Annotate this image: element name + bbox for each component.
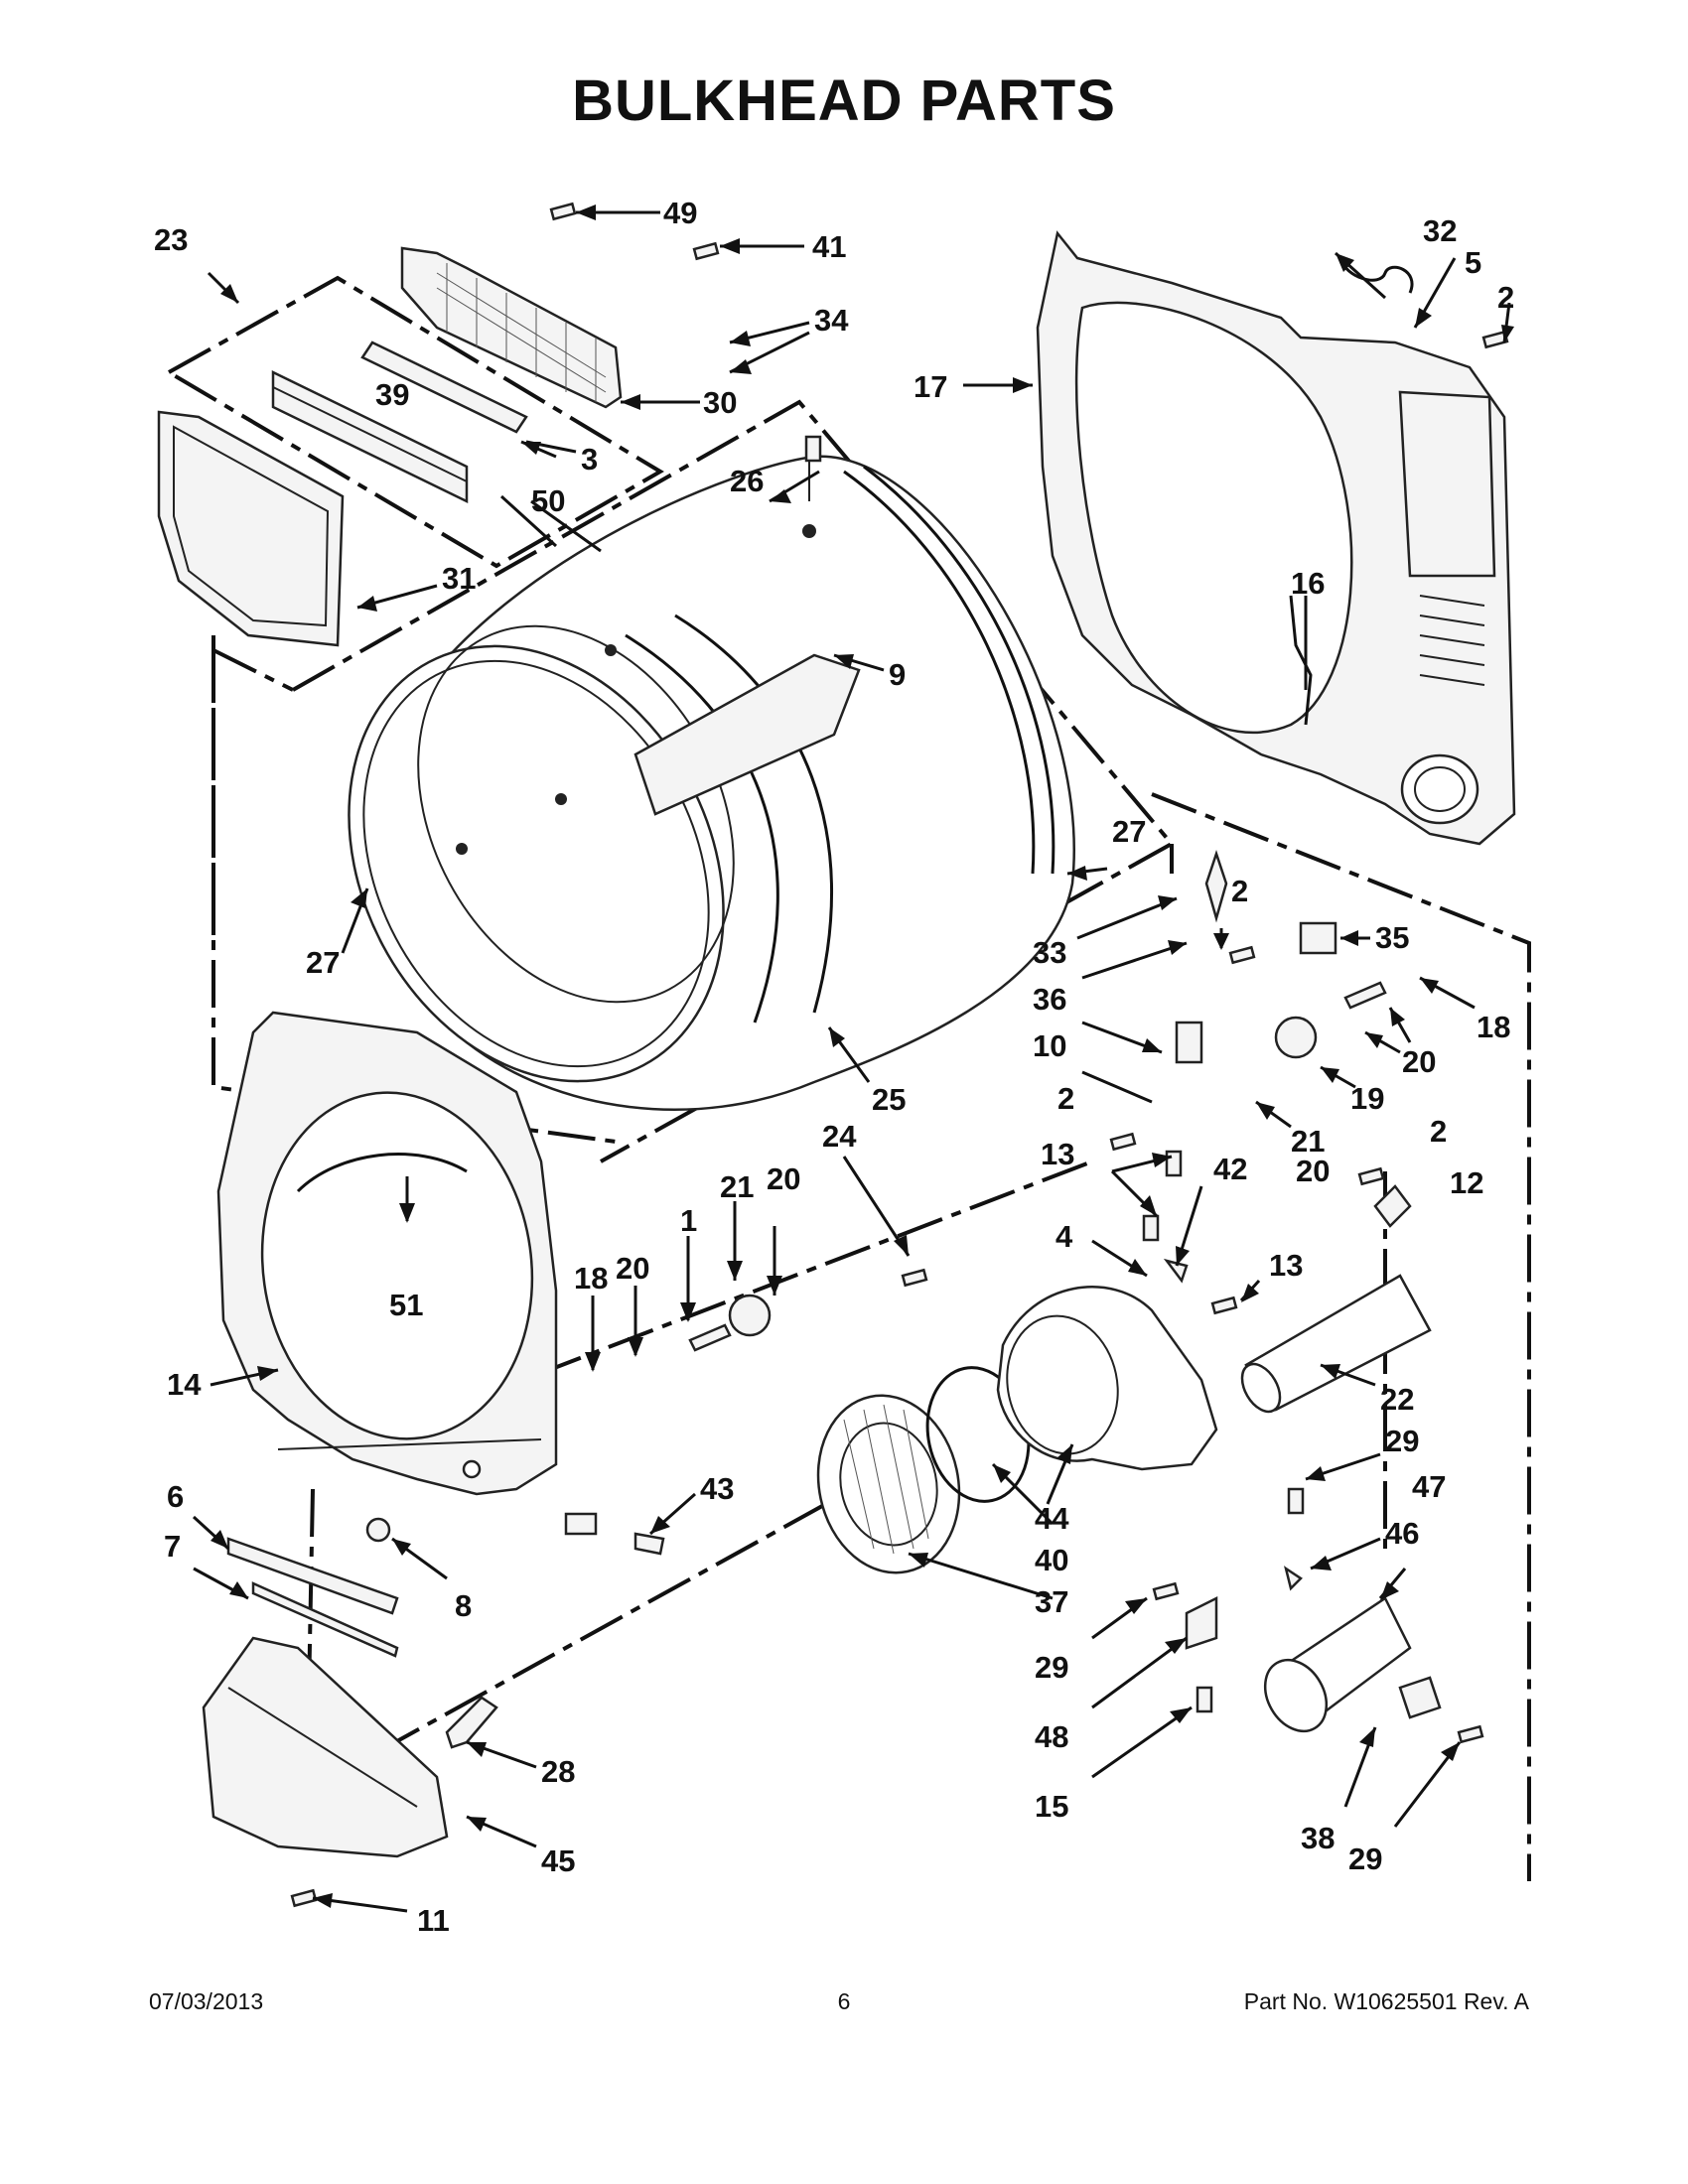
drum-hole	[456, 843, 468, 855]
callout-label: 2	[1057, 1081, 1074, 1116]
callout-label: 38	[1301, 1821, 1335, 1855]
callout-label: 45	[541, 1843, 575, 1878]
footer-part-number: Part No. W10625501 Rev. A	[1243, 1988, 1529, 2014]
callout-label: 29	[1385, 1424, 1419, 1458]
callout-label: 19	[1350, 1081, 1384, 1116]
callout-label: 4	[1055, 1219, 1073, 1254]
callout-label: 50	[531, 483, 565, 518]
callout-labels: 49 41 34 30 23 39 3 50 31 26 9 27 27 25 …	[154, 196, 1514, 1938]
callout-label: 21	[1291, 1124, 1325, 1159]
callout-label: 14	[167, 1367, 202, 1402]
lint-filter	[157, 410, 345, 647]
front-bulkhead	[216, 1011, 558, 1496]
drum-hole	[555, 793, 567, 805]
bulkhead-vents	[1419, 595, 1485, 686]
drum-hole	[605, 644, 617, 656]
callout-label: 39	[375, 377, 409, 412]
footer-page-number: 6	[837, 1988, 851, 2014]
callout-label: 27	[306, 945, 340, 980]
callout-label: 6	[167, 1479, 184, 1514]
callout-label: 13	[1269, 1248, 1303, 1283]
lint-duct-rail	[271, 341, 528, 503]
callout-label: 17	[914, 369, 947, 404]
callout-label: 8	[455, 1588, 472, 1623]
callout-label: 12	[1450, 1165, 1483, 1200]
callout-label: 25	[872, 1082, 906, 1117]
callout-label: 30	[703, 385, 737, 420]
callout-label: 47	[1412, 1469, 1446, 1504]
clip	[445, 1696, 498, 1749]
callout-label: 11	[417, 1903, 450, 1938]
callout-label: 32	[1423, 213, 1457, 248]
page-title: BULKHEAD PARTS	[572, 68, 1116, 133]
callout-label: 36	[1033, 982, 1066, 1017]
callout-label: 2	[1430, 1114, 1447, 1149]
callout-label: 43	[700, 1471, 734, 1506]
callout-label: 20	[1402, 1044, 1436, 1079]
callout-label: 2	[1231, 874, 1248, 908]
callout-label: 2	[1497, 280, 1514, 315]
callout-label: 13	[1041, 1137, 1074, 1171]
wire-harness	[1338, 257, 1414, 294]
callout-label: 15	[1035, 1789, 1068, 1824]
drum-hole	[802, 524, 816, 538]
callout-label: 40	[1035, 1543, 1068, 1577]
callout-label: 22	[1380, 1382, 1414, 1417]
callout-label: 34	[814, 303, 849, 338]
callout-label: 20	[767, 1161, 800, 1196]
dryer-drum	[348, 442, 1075, 1111]
lint-screen-cover	[400, 246, 623, 409]
callout-label: 37	[1035, 1584, 1068, 1619]
callout-label: 26	[730, 464, 764, 498]
callout-label: 20	[1296, 1154, 1330, 1188]
callout-label: 31	[442, 561, 476, 596]
callout-label: 16	[1291, 566, 1325, 601]
callout-label: 5	[1465, 245, 1481, 280]
callout-label: 3	[581, 442, 598, 477]
callout-label: 28	[541, 1754, 575, 1789]
callout-label: 27	[1112, 814, 1146, 849]
callout-label: 35	[1375, 920, 1409, 955]
callout-label: 42	[1213, 1152, 1247, 1186]
callout-label: 1	[680, 1203, 697, 1238]
callout-label: 23	[154, 222, 188, 257]
callout-label: 9	[889, 657, 906, 692]
front-air-duct	[202, 1636, 449, 1858]
screw-icons	[290, 202, 1509, 1908]
callout-label: 18	[574, 1261, 608, 1296]
rear-bulkhead	[1036, 230, 1516, 846]
callout-label: 46	[1385, 1516, 1419, 1551]
footer-date: 07/03/2013	[149, 1988, 264, 2014]
callout-label: 48	[1035, 1719, 1068, 1754]
callout-label: 20	[616, 1251, 649, 1286]
callout-label: 18	[1477, 1010, 1510, 1044]
callout-label: 7	[164, 1529, 181, 1564]
callout-label: 10	[1033, 1028, 1066, 1063]
thermostat-parts	[564, 850, 1442, 1719]
blower-housing	[996, 1286, 1218, 1471]
callout-label: 44	[1035, 1501, 1069, 1536]
callout-label: 24	[822, 1119, 857, 1154]
callout-label: 29	[1348, 1842, 1382, 1876]
exhaust-duct	[1240, 1274, 1432, 1414]
screen-mesh	[436, 263, 607, 402]
baffle	[633, 653, 861, 816]
callout-label: 29	[1035, 1650, 1068, 1685]
heater-duct	[1263, 1596, 1412, 1733]
callout-label: 21	[720, 1169, 754, 1204]
callout-label: 41	[812, 229, 846, 264]
callout-label: 33	[1033, 935, 1066, 970]
callout-label: 49	[663, 196, 697, 230]
blower-wheel	[816, 1394, 961, 1574]
callout-label: 51	[389, 1288, 423, 1322]
leader-arrows	[192, 205, 1514, 1913]
